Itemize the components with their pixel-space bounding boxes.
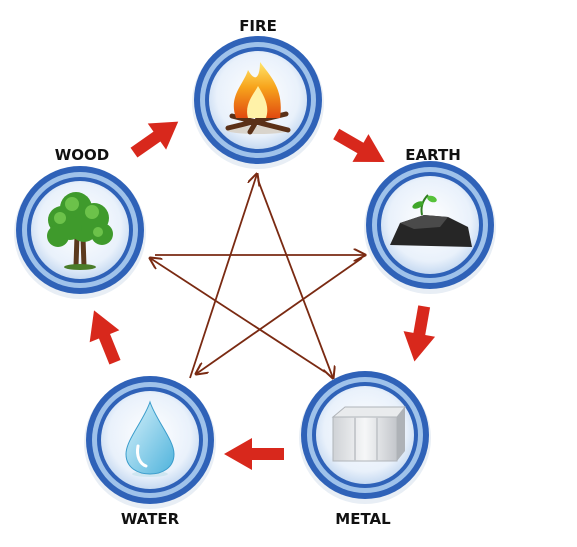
element-node-fire (192, 36, 324, 169)
label-fire: FIRE (239, 17, 277, 35)
label-wood: WOOD (55, 146, 110, 164)
label-metal: METAL (335, 510, 391, 528)
generating-cycle-arrows (89, 121, 436, 470)
element-node-water (84, 376, 216, 509)
arrow-water-to-fire (189, 174, 257, 379)
arrow-metal-to-wood (150, 258, 326, 373)
element-node-earth (364, 161, 496, 294)
controlling-cycle-arrows (150, 174, 365, 378)
tree-icon (47, 192, 113, 270)
label-earth: EARTH (405, 146, 461, 164)
arrow-fire-to-metal (257, 179, 333, 378)
fire-icon (225, 62, 291, 135)
arrow-water-to-wood (89, 310, 121, 365)
arrow-earth-to-water (196, 257, 363, 374)
element-node-metal (299, 371, 431, 504)
rock-with-sprout-icon (390, 194, 472, 247)
arrow-metal-to-water (224, 438, 284, 470)
label-water: WATER (121, 510, 180, 528)
arrow-earth-to-metal (403, 305, 436, 362)
water-drop-icon (125, 400, 175, 477)
arrow-wood-to-fire (130, 121, 179, 158)
arrow-fire-to-earth (333, 128, 385, 162)
metal-block-icon (331, 406, 407, 462)
element-node-wood (14, 166, 146, 299)
